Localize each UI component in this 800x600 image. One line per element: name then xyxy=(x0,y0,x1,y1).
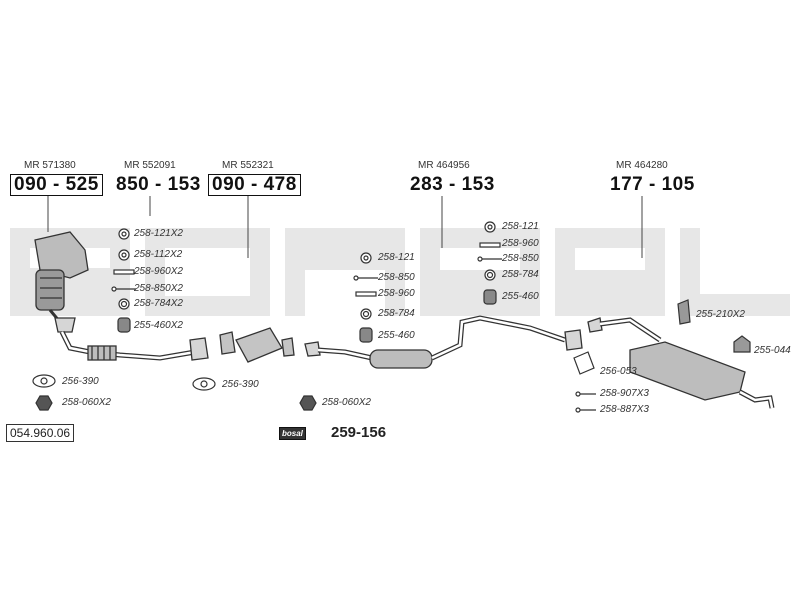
group5-part-number: 177 - 105 xyxy=(610,174,695,195)
hardware-symbols xyxy=(32,221,751,413)
reference-number: 054.960.06 xyxy=(6,424,75,442)
g4a-part-2: 258-850 xyxy=(378,272,415,283)
mid-gasket-label: 256-390 xyxy=(222,379,259,390)
g2-part-3: 258-960X2 xyxy=(134,266,183,277)
left-gasket-label: 256-390 xyxy=(62,376,99,387)
mid-nut-label: 258-060X2 xyxy=(322,397,371,408)
group2-part-number: 850 - 153 xyxy=(116,174,201,195)
g2-part-4: 258-850X2 xyxy=(134,283,183,294)
g2-part-5: 258-784X2 xyxy=(134,298,183,309)
g4a-part-3: 258-960 xyxy=(378,288,415,299)
group3-part-number: 090 - 478 xyxy=(208,174,301,196)
g4b-part-2: 258-960 xyxy=(502,238,539,249)
manifold-catalyst xyxy=(34,231,89,323)
group1-part-number: 090 - 525 xyxy=(10,174,103,196)
middle-silencer xyxy=(304,315,583,369)
bosal-logo-tag: bosal xyxy=(279,427,306,440)
g4b-part-3: 258-850 xyxy=(502,253,539,264)
group4-part-number: 283 - 153 xyxy=(410,174,495,195)
group2-mr-number: MR 552091 xyxy=(124,160,176,171)
group4-mr-number: MR 464956 xyxy=(418,160,470,171)
g5-part-2: 258-907X3 xyxy=(600,388,649,399)
group5-mr-number: MR 464280 xyxy=(616,160,668,171)
g4b-part-1: 258-121 xyxy=(502,221,539,232)
g4a-part-5: 255-460 xyxy=(378,330,415,341)
left-nut-label: 258-060X2 xyxy=(62,397,111,408)
g2-part-2: 258-112X2 xyxy=(134,249,183,260)
g2-part-6: 255-460X2 xyxy=(134,320,183,331)
g2-part-1: 258-121X2 xyxy=(134,228,183,239)
leader-lines xyxy=(47,196,643,258)
front-pipe xyxy=(54,317,209,361)
g5-part-3: 258-887X3 xyxy=(600,404,649,415)
rear-silencer xyxy=(587,317,775,409)
kit-number: 259-156 xyxy=(331,424,387,441)
group3-mr-number: MR 552321 xyxy=(222,160,274,171)
g4b-part-5: 255-460 xyxy=(502,291,539,302)
g5-mount-label: 255-044 xyxy=(754,345,791,356)
g4a-part-4: 258-784 xyxy=(378,308,415,319)
g5-hanger-label: 255-210X2 xyxy=(696,309,745,320)
catalyst-converter xyxy=(219,327,295,363)
g5-part-1: 256-053 xyxy=(600,366,637,377)
g4a-part-1: 258-121 xyxy=(378,252,415,263)
g4b-part-4: 258-784 xyxy=(502,269,539,280)
group1-mr-number: MR 571380 xyxy=(24,160,76,171)
